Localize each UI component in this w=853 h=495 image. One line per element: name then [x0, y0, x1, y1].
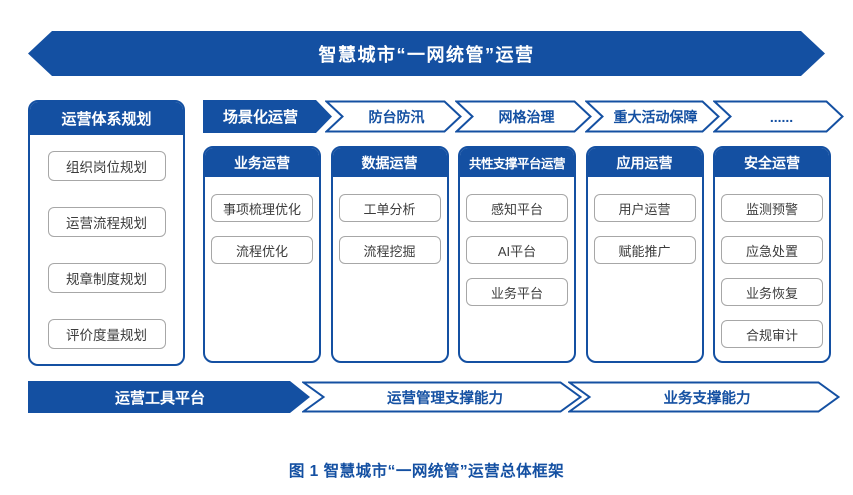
chevron-arrow-shape	[325, 100, 462, 133]
planning-panel-body: 组织岗位规划 运营流程规划 规章制度规划 评价度量规划	[30, 135, 183, 349]
column-item: AI平台	[466, 236, 568, 264]
column-item: 用户运营	[593, 194, 696, 222]
column-header: 应用运营	[587, 148, 702, 177]
column-item: 业务平台	[466, 278, 568, 306]
column-item: 工单分析	[338, 194, 441, 222]
column-item: 流程挖掘	[338, 236, 441, 264]
scenario-chevron-label: 防台防汛	[368, 108, 425, 125]
planning-item: 运营流程规划	[47, 207, 166, 237]
capability-chevron-label: 运营管理支撑能力	[387, 390, 503, 407]
scenario-chevron: ......	[713, 100, 844, 133]
column-item: 流程优化	[211, 236, 313, 264]
scenario-lead-arrow: 场景化运营	[203, 100, 332, 133]
figure-caption: 图 1 智慧城市“一网统管”运营总体框架	[288, 463, 565, 480]
chevron-arrow-shape	[455, 100, 592, 133]
chevron-arrow-shape	[585, 100, 720, 133]
column-item: 业务恢复	[721, 278, 823, 306]
scenario-chevron: 网格治理	[455, 100, 592, 133]
planning-item: 评价度量规划	[47, 319, 166, 349]
operation-columns-row: 业务运营 事项梳理优化 流程优化 数据运营 工单分析 流程挖掘 共性支撑平台运营…	[203, 146, 831, 363]
scenario-chevron-label: 网格治理	[498, 108, 555, 125]
operation-column-application: 应用运营 用户运营 赋能推广	[585, 146, 704, 363]
scenario-chevron: 重大活动保障	[585, 100, 720, 133]
column-item: 感知平台	[466, 194, 568, 222]
planning-item: 规章制度规划	[47, 263, 166, 293]
column-header: 业务运营	[205, 148, 319, 177]
column-item: 应急处置	[721, 236, 823, 264]
operation-column-data: 数据运营 工单分析 流程挖掘	[330, 146, 449, 363]
column-header: 数据运营	[332, 148, 447, 177]
operation-column-platform: 共性支撑平台运营 感知平台 AI平台 业务平台	[458, 146, 576, 363]
column-header: 共性支撑平台运营	[460, 148, 574, 177]
scenario-chevron-label: ......	[769, 108, 794, 125]
scenario-chevron-label: 重大活动保障	[613, 108, 698, 125]
column-item: 事项梳理优化	[211, 194, 313, 222]
scenario-row: 场景化运营 防台防汛 网格治理 重大活动保障 ......	[203, 100, 844, 133]
title-banner: 智慧城市“一网统管”运营	[28, 31, 825, 76]
column-item: 合规审计	[721, 320, 823, 348]
tools-platform-arrow: 运营工具平台	[28, 381, 310, 413]
chevron-arrow-shape	[568, 381, 840, 413]
banner-title: 智慧城市“一网统管”运营	[318, 44, 535, 65]
capability-chevron-label: 业务支撑能力	[663, 390, 751, 407]
planning-item: 组织岗位规划	[47, 151, 166, 181]
column-header: 安全运营	[715, 148, 829, 177]
planning-panel: 运营体系规划 组织岗位规划 运营流程规划 规章制度规划 评价度量规划	[28, 100, 185, 366]
capability-chevron: 业务支撑能力	[568, 381, 840, 413]
column-item: 赋能推广	[593, 236, 696, 264]
operation-column-security: 安全运营 监测预警 应急处置 业务恢复 合规审计	[713, 146, 831, 363]
capability-chevron: 运营管理支撑能力	[302, 381, 582, 413]
chevron-arrow-shape	[713, 100, 844, 133]
chevron-arrow-shape	[302, 381, 582, 413]
operation-column-business: 业务运营 事项梳理优化 流程优化	[203, 146, 321, 363]
scenario-chevron: 防台防汛	[325, 100, 462, 133]
column-item: 监测预警	[721, 194, 823, 222]
planning-panel-header: 运营体系规划	[30, 102, 183, 135]
